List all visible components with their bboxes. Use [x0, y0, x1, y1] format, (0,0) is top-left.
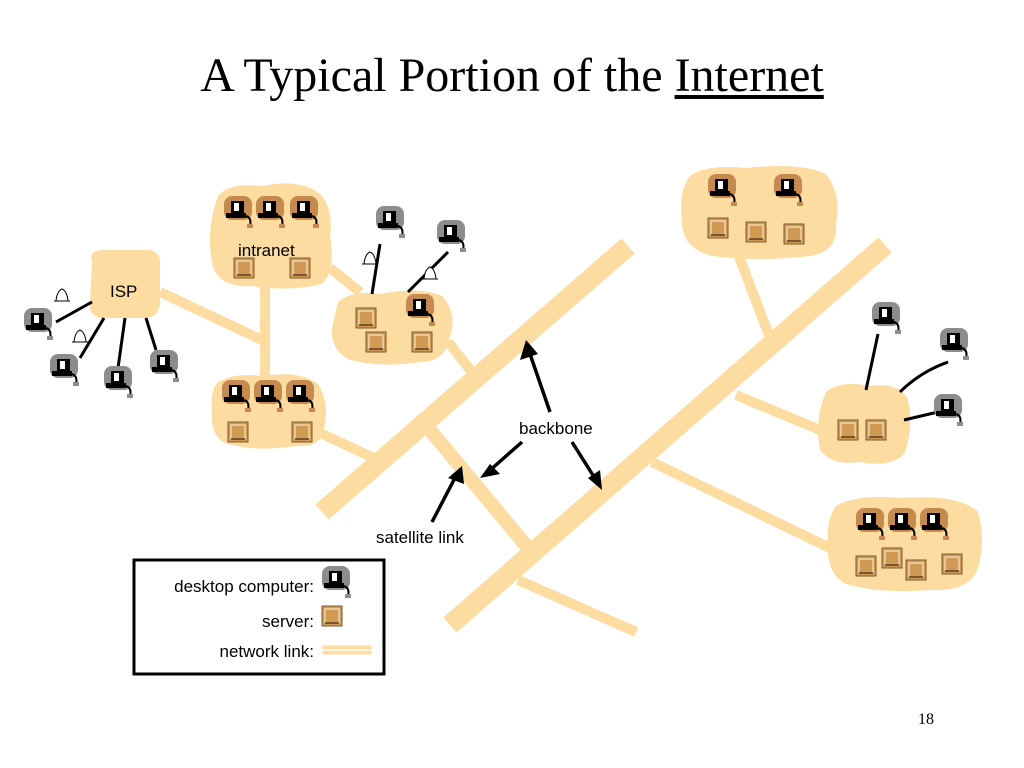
- arrowhead: [588, 470, 602, 490]
- bell-icon: [361, 251, 379, 265]
- satellite-link: [424, 425, 534, 553]
- server-icon: [227, 421, 249, 443]
- desktop-computer-icon: [103, 365, 134, 399]
- legend-server-label: server:: [262, 612, 314, 631]
- isp-label: ISP: [110, 282, 137, 301]
- legend-network-link-label: network link:: [220, 642, 314, 661]
- server-icon: [865, 419, 887, 441]
- server-icon: [365, 331, 387, 353]
- clouds: [89, 166, 982, 592]
- desktop-computer-icon: [933, 393, 964, 427]
- desktop-computer-icon: [939, 327, 970, 361]
- legend: desktop computer: server: network link:: [132, 558, 386, 676]
- link-cluster-backbone: [444, 338, 476, 376]
- arrowhead: [448, 466, 464, 484]
- topright-cloud: [681, 166, 838, 259]
- arrowhead: [480, 464, 500, 478]
- server-icon: [941, 553, 963, 575]
- link-bottomright-backbone: [649, 457, 833, 553]
- dialup-lines: [55, 243, 949, 422]
- server-icon: [855, 555, 877, 577]
- title-text: A Typical Portion of the: [200, 49, 675, 102]
- legend-server-icon: [321, 605, 343, 627]
- backbone-label: backbone: [519, 419, 593, 438]
- server-icon: [355, 307, 377, 329]
- desktop-computer-icon: [23, 307, 54, 341]
- legend-desktop-label: desktop computer:: [174, 577, 314, 596]
- desktop-computer-icon: [149, 349, 180, 383]
- arrowheads: [448, 340, 602, 490]
- cluster-center-cloud: [331, 290, 453, 365]
- server-icon: [905, 559, 927, 581]
- slide-title: A Typical Portion of the Internet: [0, 48, 1024, 103]
- backbone-link-right: [443, 237, 892, 633]
- server-icon: [837, 419, 859, 441]
- satellite-link-label: satellite link: [376, 528, 464, 547]
- link-intranet-cluster: [326, 264, 364, 296]
- server-icon: [289, 257, 311, 279]
- bell-icon: [71, 329, 89, 343]
- title-internet-link[interactable]: Internet: [674, 49, 824, 102]
- bell-icon: [421, 266, 439, 280]
- page-number: 18: [918, 711, 934, 728]
- intranet-label: intranet: [238, 241, 295, 260]
- network-links: [157, 237, 892, 637]
- link-topright-backbone: [733, 252, 775, 340]
- desktop-computer-icon: [436, 219, 467, 253]
- arrows: [430, 353, 598, 523]
- server-icon: [291, 421, 313, 443]
- server-icon: [745, 221, 767, 243]
- backbone-link-left: [315, 238, 635, 520]
- server-icon: [411, 331, 433, 353]
- desktop-computer-icon: [375, 205, 406, 239]
- link-isp-lan: [157, 287, 265, 345]
- midright-cloud: [818, 384, 911, 464]
- link-lower: [515, 575, 639, 637]
- server-icon: [881, 547, 903, 569]
- bell-icon: [53, 288, 71, 302]
- arrowhead: [520, 340, 538, 360]
- isp-cloud: [89, 250, 161, 318]
- link-midright-backbone: [734, 390, 822, 435]
- desktop-computer-icon: [871, 301, 902, 335]
- server-icon: [783, 223, 805, 245]
- link-lan-backbone: [315, 427, 381, 465]
- server-icon: [233, 257, 255, 279]
- server-icon: [707, 217, 729, 239]
- desktop-computer-icon: [49, 353, 80, 387]
